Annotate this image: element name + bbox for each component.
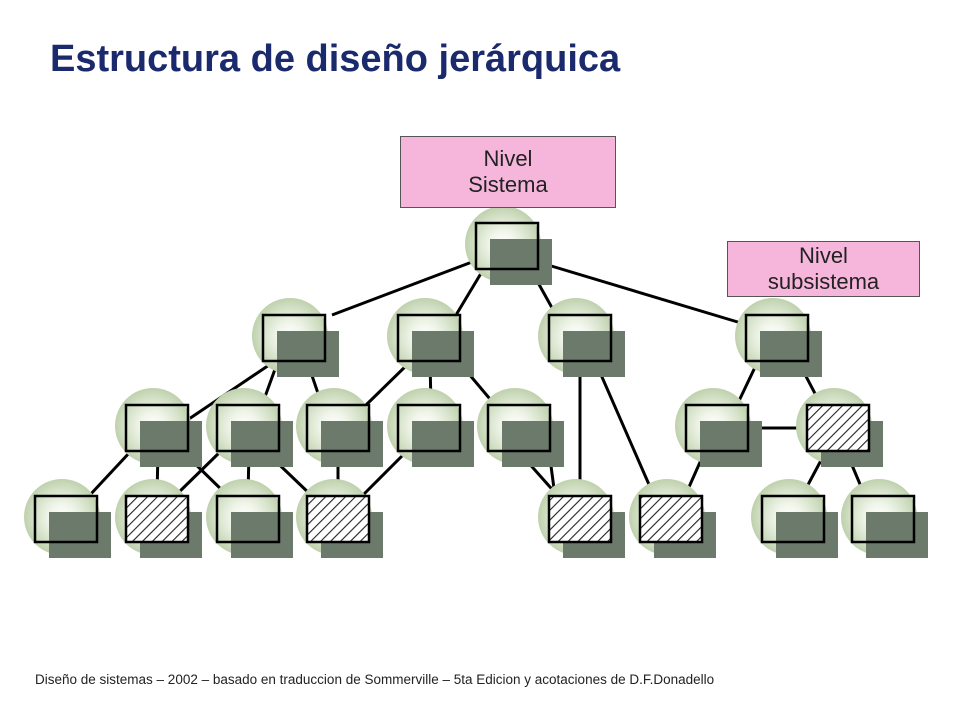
node-shadow xyxy=(231,512,293,558)
node-shadow xyxy=(563,331,625,377)
hatched-node-box xyxy=(638,494,704,544)
connector-line-22 xyxy=(360,449,409,498)
subsystem-level-callout: Nivel subsistema xyxy=(727,241,920,297)
node-box xyxy=(486,403,552,453)
node-shadow xyxy=(321,421,383,467)
node-shadow xyxy=(490,239,552,285)
connector-line-12 xyxy=(593,360,656,497)
system-callout-line1: Nivel xyxy=(483,146,533,171)
slide-title: Estructura de diseño jerárquica xyxy=(50,38,621,80)
node-shadow xyxy=(277,331,339,377)
module-node-j xyxy=(675,388,762,467)
module-node-g xyxy=(296,388,383,467)
module-node-r xyxy=(751,479,838,558)
node-shadow xyxy=(412,331,474,377)
module-node-k xyxy=(796,388,883,467)
module-node-b xyxy=(387,298,474,377)
node-box xyxy=(305,403,371,453)
connector-line-2 xyxy=(454,269,485,316)
node-shadow xyxy=(866,512,928,558)
module-node-e xyxy=(115,388,202,467)
node-box xyxy=(474,221,540,271)
connector-line-1 xyxy=(331,260,473,317)
connector-line-18 xyxy=(173,449,223,498)
node-box xyxy=(261,313,327,363)
node-box xyxy=(850,494,916,544)
module-node-s xyxy=(841,479,928,558)
module-node-c xyxy=(538,298,625,377)
module-node-i xyxy=(477,388,564,467)
hatched-node-box xyxy=(124,494,190,544)
connector-line-8 xyxy=(364,359,413,407)
node-box xyxy=(215,403,281,453)
system-callout-line2: Sistema xyxy=(468,172,548,197)
footer-credit: Diseño de sistemas – 2002 – basado en tr… xyxy=(35,672,715,687)
subsystem-callout-line2: subsistema xyxy=(767,269,880,294)
system-level-callout: Nivel Sistema xyxy=(400,136,616,208)
module-node-p xyxy=(538,479,625,558)
hatched-node-box xyxy=(305,494,371,544)
hatched-node-box xyxy=(547,494,613,544)
node-box xyxy=(744,313,810,363)
module-node-l xyxy=(24,479,111,558)
module-node-a xyxy=(252,298,339,377)
module-node-h xyxy=(387,388,474,467)
node-shadow xyxy=(231,421,293,467)
node-shadow xyxy=(49,512,111,558)
node-box xyxy=(396,313,462,363)
node-box xyxy=(684,403,750,453)
node-box xyxy=(215,494,281,544)
node-box xyxy=(124,403,190,453)
module-node-f xyxy=(206,388,293,467)
module-node-n xyxy=(206,479,293,558)
node-shadow xyxy=(700,421,762,467)
node-box xyxy=(547,313,613,363)
module-node-root xyxy=(465,206,552,285)
node-shadow xyxy=(140,421,202,467)
connector-line-15 xyxy=(87,449,133,498)
subsystem-callout-line1: Nivel xyxy=(799,243,848,268)
node-shadow xyxy=(760,331,822,377)
node-shadow xyxy=(412,421,474,467)
node-box xyxy=(760,494,826,544)
module-node-m xyxy=(115,479,202,558)
module-node-o xyxy=(296,479,383,558)
node-shadow xyxy=(776,512,838,558)
node-box xyxy=(33,494,99,544)
hatched-node-box xyxy=(805,403,871,453)
node-shadow xyxy=(502,421,564,467)
connector-line-4 xyxy=(537,260,742,325)
node-box xyxy=(396,403,462,453)
component-nodes xyxy=(24,206,928,558)
module-node-d xyxy=(735,298,822,377)
module-node-q xyxy=(629,479,716,558)
